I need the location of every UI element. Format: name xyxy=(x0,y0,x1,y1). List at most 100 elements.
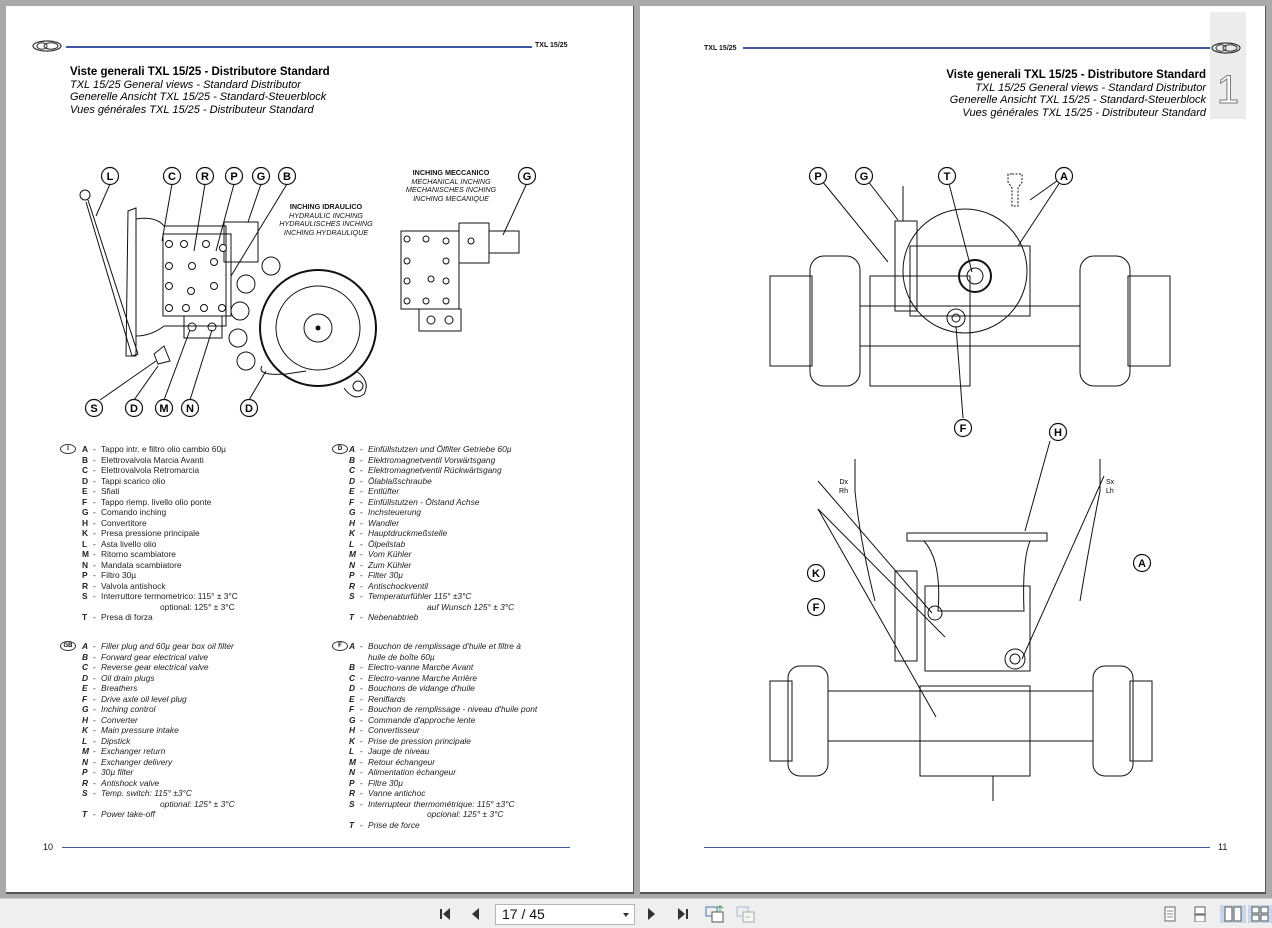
legend-letter: H xyxy=(82,517,89,528)
legend-letter: B xyxy=(82,651,89,662)
legend-text: Elettrovalvola Marcia Avanti xyxy=(101,454,204,465)
legend-item: K-Hauptdruckmeßstelle xyxy=(349,528,514,539)
legend-letter: C xyxy=(349,672,356,683)
single-page-view-button[interactable] xyxy=(1160,905,1180,923)
legend-letter: F xyxy=(349,496,355,507)
header-rule xyxy=(66,46,532,48)
side-label-sx: Sx xyxy=(1106,479,1115,486)
legend-item: S-Temperaturfühler 115° ±3°C xyxy=(349,591,514,602)
legend-item-continuation: optional: 125° ± 3°C xyxy=(160,798,235,809)
legend-item: T-Presa di forza xyxy=(82,612,238,623)
legend-dash: - xyxy=(360,693,363,704)
legend-item: N-Zum Kühler xyxy=(349,560,514,571)
previous-view-button[interactable] xyxy=(705,905,725,923)
last-page-icon xyxy=(678,908,688,920)
legend-text: Tappo intr. e filtro olio cambio 60µ xyxy=(101,444,226,454)
legend-item: P-30µ filter xyxy=(82,767,235,778)
legend-french: A-Bouchon de remplissage d'huile et filt… xyxy=(349,641,537,830)
svg-text:B: B xyxy=(283,171,291,183)
previous-page-icon xyxy=(472,908,479,920)
legend-text: Ölablaßschraube xyxy=(368,475,432,486)
legend-letter: T xyxy=(349,819,355,830)
legend-letter: R xyxy=(349,788,356,798)
svg-text:P: P xyxy=(230,171,237,183)
legend-dash: - xyxy=(360,465,363,475)
legend-dash: - xyxy=(360,559,363,570)
legend-text: Zum Kühler xyxy=(368,559,412,570)
legend-item: T-Prise de force xyxy=(349,820,537,831)
legend-item: C-Reverse gear electrical valve xyxy=(82,662,235,673)
legend-text: Tappi scarico olio xyxy=(101,475,166,486)
legend-text: Exchanger return xyxy=(101,746,166,756)
legend-dash: - xyxy=(360,454,363,465)
page-number-left: 10 xyxy=(43,842,54,852)
legend-dash: - xyxy=(360,777,363,788)
facing-view-button[interactable] xyxy=(1220,905,1246,923)
svg-text:N: N xyxy=(186,403,194,415)
page-number-input[interactable]: 17 / 45 xyxy=(495,904,635,925)
callout-s: S xyxy=(84,398,104,418)
legend-german: A-Einfüllstutzen und Ölfilter Getriebe 6… xyxy=(349,444,514,623)
legend-item: N-Exchanger delivery xyxy=(82,757,235,768)
page-11: TXL 15/25 1 Viste generali TXL 15/25 - D… xyxy=(640,6,1266,894)
callout-l: L xyxy=(100,166,120,186)
previous-page-button[interactable] xyxy=(465,905,485,923)
legend-item-continuation: optional: 125° ± 3°C xyxy=(160,601,235,612)
legend-dash: - xyxy=(93,538,96,549)
svg-text:F: F xyxy=(960,423,967,435)
legend-item: L-Dipstick xyxy=(82,736,235,747)
legend-item: R-Valvola antishock xyxy=(82,581,238,592)
legend-letter: L xyxy=(349,538,355,549)
legend-letter: N xyxy=(349,767,356,777)
flag-italy-icon: I xyxy=(60,444,76,454)
legend-item: F-Drive axle oil level plug xyxy=(82,694,235,705)
legend-dash: - xyxy=(360,580,363,591)
legend-letter: T xyxy=(82,809,88,819)
legend-letter: M xyxy=(82,746,89,756)
legend-letter: H xyxy=(349,517,356,528)
legend-dash: - xyxy=(360,683,363,693)
legend-dash: - xyxy=(360,591,363,601)
svg-text:S: S xyxy=(90,403,97,415)
continuous-view-button[interactable] xyxy=(1190,905,1210,923)
svg-text:G: G xyxy=(860,171,869,183)
legend-text: Temp. switch: 115° ±3°C xyxy=(101,788,192,798)
legend-item: P-Filtre 30µ xyxy=(349,778,537,789)
legend-text: Nebenabtrieb xyxy=(368,612,419,622)
callout-k: K xyxy=(806,563,826,583)
legend-dash: - xyxy=(360,486,363,496)
legend-text: Convertisseur xyxy=(368,725,420,735)
next-view-button[interactable] xyxy=(736,905,756,923)
side-label-lh: Lh xyxy=(1106,488,1114,495)
svg-text:F: F xyxy=(813,602,820,614)
callout-h: H xyxy=(1048,422,1068,442)
legend-dash: - xyxy=(93,809,96,819)
legend-text: Antishock valve xyxy=(101,777,160,788)
svg-text:C: C xyxy=(168,171,176,183)
first-page-button[interactable] xyxy=(436,905,456,923)
callout-n: N xyxy=(180,398,200,418)
legend-text: Prise de pression principale xyxy=(368,735,471,746)
legend-text: Asta livello olio xyxy=(101,538,157,549)
caption-line: INCHING HYDRAULIQUE xyxy=(283,227,369,237)
legend-text: Main pressure intake xyxy=(101,725,179,735)
callout-g: G xyxy=(517,166,537,186)
next-page-button[interactable] xyxy=(642,905,662,923)
legend-letter: D xyxy=(82,672,89,683)
legend-text: Interrupteur thermométrique: 115° ±3°C xyxy=(368,798,515,809)
legend-item-continuation: auf Wunsch 125° ± 3°C xyxy=(427,601,515,612)
legend-letter: T xyxy=(82,612,88,622)
chevron-down-icon[interactable] xyxy=(623,913,629,917)
legend-dash: - xyxy=(93,788,96,798)
legend-item: D-Tappi scarico olio xyxy=(82,476,238,487)
callout-t: T xyxy=(937,166,957,186)
legend-dash: - xyxy=(360,714,363,725)
legend-item: S-Interrupteur thermométrique: 115° ±3°C xyxy=(349,799,537,810)
page-number-right: 11 xyxy=(1218,842,1228,852)
last-page-button[interactable] xyxy=(672,905,692,923)
title-fr: Vues générales TXL 15/25 - Distributeur … xyxy=(70,103,314,116)
legend-dash: - xyxy=(360,746,363,756)
legend-item: L-Ölpeilstab xyxy=(349,539,514,550)
continuous-facing-view-button[interactable] xyxy=(1248,905,1272,923)
legend-letter: T xyxy=(349,612,355,622)
